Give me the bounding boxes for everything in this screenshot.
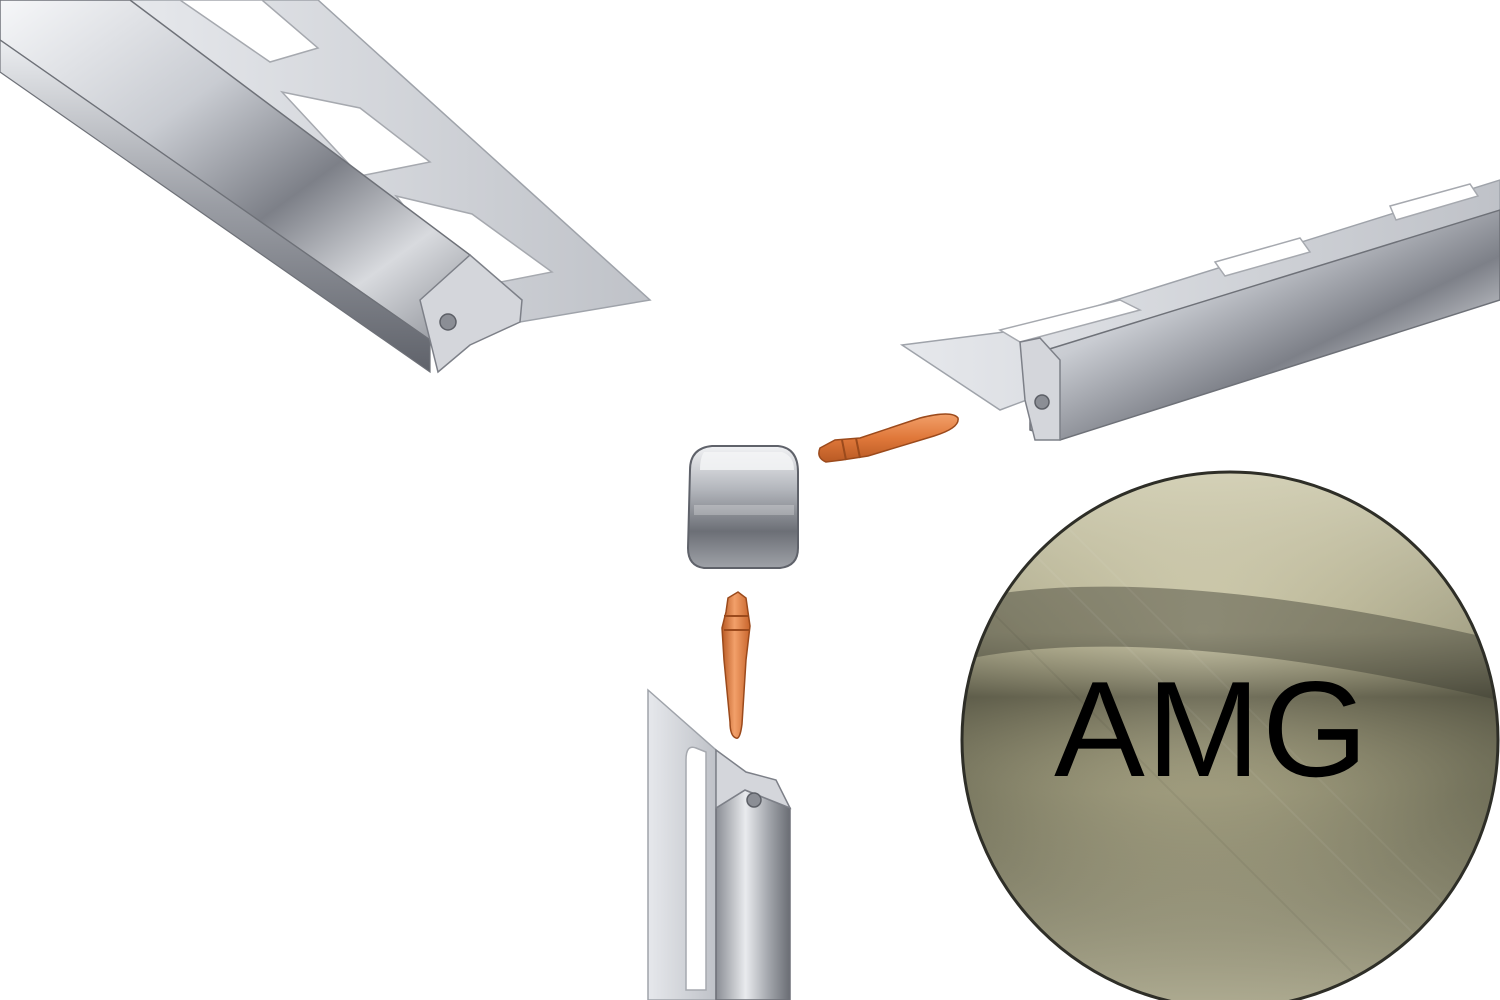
profile-strip-bottom: [647, 688, 792, 1000]
profile-strip-top-right: [899, 179, 1500, 441]
swatch-finish-label: AMG: [1054, 653, 1370, 805]
finish-swatch: AMG: [960, 470, 1500, 1000]
profile-strip-top-left: [0, 0, 652, 374]
corner-end-cap: [686, 445, 799, 569]
connector-pin-horizontal: [818, 413, 959, 463]
connector-pin-vertical: [721, 591, 751, 739]
